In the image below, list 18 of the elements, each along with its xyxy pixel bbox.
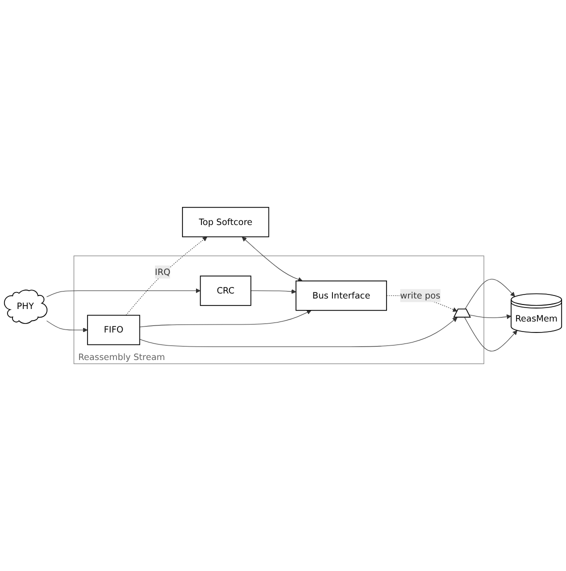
arrow bbox=[139, 317, 458, 347]
node-box: Top Softcore bbox=[182, 206, 270, 238]
arrow bbox=[139, 310, 312, 328]
edge-label: write pos bbox=[400, 290, 440, 300]
arrow bbox=[250, 289, 296, 294]
arrow bbox=[242, 236, 303, 282]
arrow bbox=[464, 278, 516, 310]
arrow bbox=[46, 320, 88, 332]
node-box: FIFO bbox=[87, 314, 140, 346]
edge-label: IRQ bbox=[154, 266, 170, 277]
arrow bbox=[126, 236, 208, 316]
node-box: Bus Interface bbox=[296, 280, 387, 311]
arrow bbox=[468, 314, 512, 320]
arrow bbox=[464, 317, 518, 352]
node-text: ReasMem bbox=[515, 313, 558, 324]
arrow bbox=[46, 288, 201, 298]
node-trapezoid bbox=[453, 308, 471, 318]
node-box: CRC bbox=[200, 276, 252, 306]
